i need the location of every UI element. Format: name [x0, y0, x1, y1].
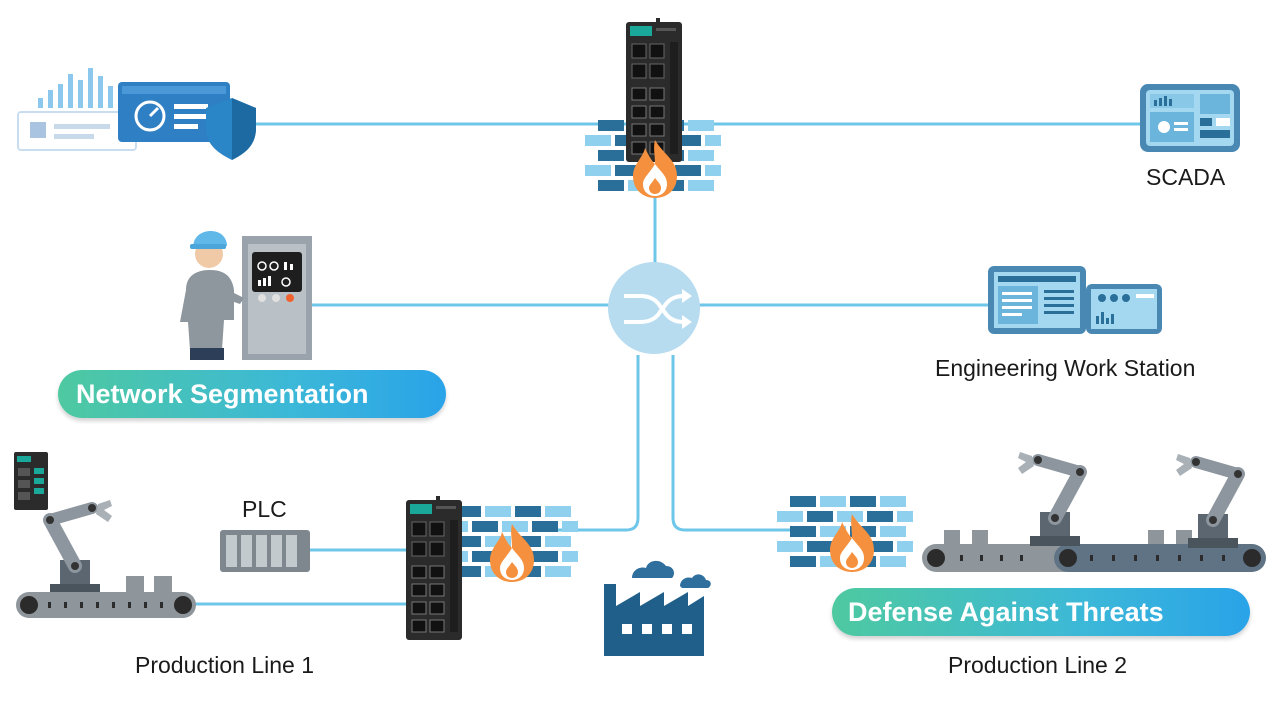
conveyor-icon	[16, 576, 196, 618]
cloud-icon	[680, 574, 711, 588]
security-dashboard-icon	[17, 68, 230, 151]
robot-arm-icon	[1018, 452, 1084, 546]
cloud-icon	[632, 560, 674, 578]
production-line-1-label: Production Line 1	[135, 652, 315, 678]
flame-icon	[490, 524, 534, 582]
defense-against-threats-banner: Defense Against Threats	[832, 588, 1250, 636]
hmi-operator-icon	[180, 231, 312, 360]
scada-monitor-icon	[1140, 84, 1240, 152]
network-segmentation-banner: Network Segmentation	[58, 370, 446, 418]
shield-icon	[206, 98, 256, 160]
plc-icon	[220, 530, 310, 572]
network-switch-icon	[608, 262, 700, 354]
firewall-device-icon	[625, 18, 683, 163]
engineering-workstation-label: Engineering Work Station	[935, 355, 1196, 381]
factory-icon	[604, 584, 704, 656]
conveyor-icon	[922, 530, 1266, 572]
production-line-2-label: Production Line 2	[948, 652, 1128, 678]
plc-label: PLC	[242, 496, 287, 522]
scada-label: SCADA	[1146, 164, 1226, 190]
firewall-device-icon	[405, 496, 463, 641]
workstation-icon	[988, 266, 1162, 334]
flame-icon	[830, 514, 874, 572]
robot-arm-icon	[46, 500, 112, 594]
edge-device-icon	[14, 452, 48, 510]
